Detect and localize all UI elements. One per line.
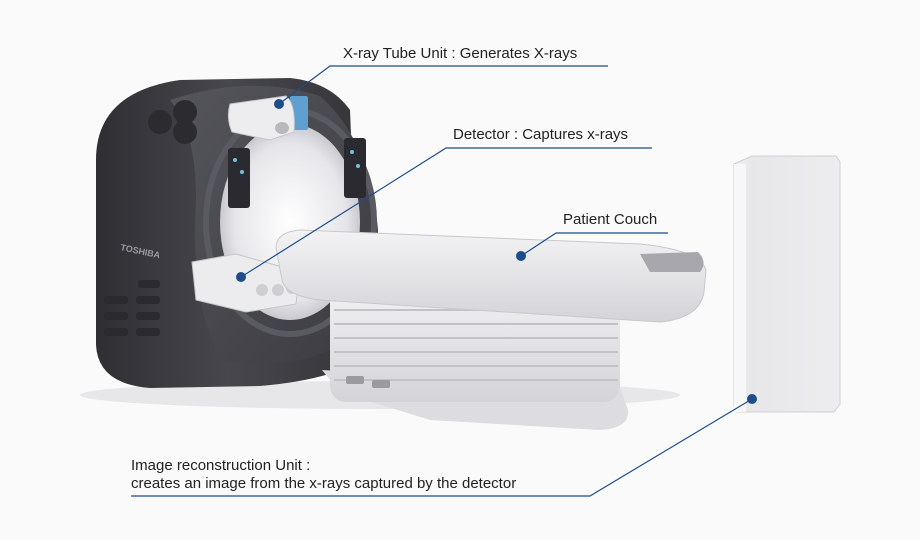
- label-detector: Detector : Captures x-rays: [453, 126, 629, 143]
- label-recon-line1: Image reconstruction Unit :: [131, 457, 311, 474]
- leader-lines: [131, 65, 753, 497]
- leader-xray-tube: [278, 65, 608, 105]
- patient-couch-top: [275, 229, 707, 323]
- detector-unit: [191, 253, 301, 313]
- leader-detector: [240, 147, 652, 278]
- label-recon-line2: creates an image from the x-rays capture…: [131, 475, 517, 492]
- label-patient-couch: Patient Couch: [563, 211, 658, 228]
- image-reconstruction-unit: [733, 155, 841, 413]
- leader-dots: [236, 99, 757, 404]
- leader-recon: [131, 398, 753, 497]
- label-xray-tube: X-ray Tube Unit : Generates X-rays: [343, 45, 578, 62]
- xray-tube-unit: [227, 95, 295, 141]
- leader-couch: [520, 232, 668, 257]
